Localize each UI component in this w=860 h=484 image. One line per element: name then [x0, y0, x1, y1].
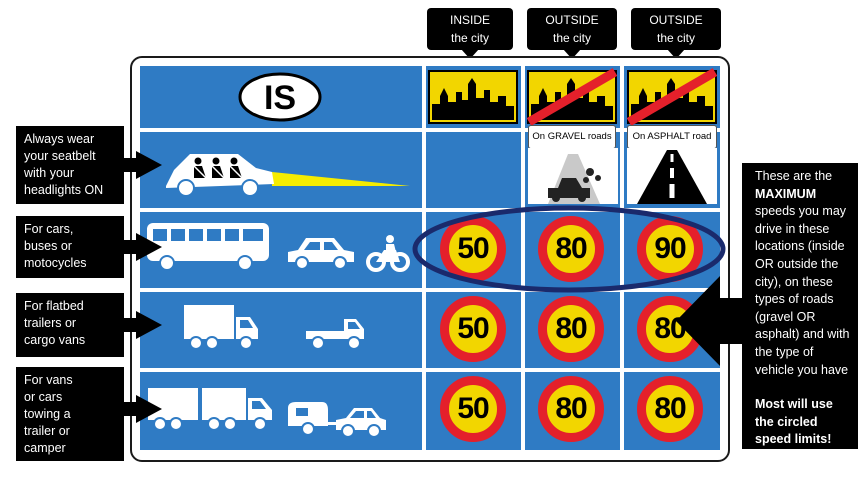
speed-value: 50 — [457, 392, 489, 425]
country-code: IS — [264, 79, 296, 117]
city-skyline-icon — [428, 70, 518, 124]
header-outside-city-gravel: OUTSIDE the city — [527, 8, 617, 59]
note-highlight: MAXIMUM — [755, 186, 817, 201]
header-outside-city-asphalt: OUTSIDE the city — [631, 8, 721, 59]
header-inside-city: INSIDE the city — [427, 8, 513, 59]
row-arrow — [124, 240, 138, 254]
speed-value: 80 — [555, 232, 587, 265]
seatbelt-inside-cell — [426, 132, 521, 208]
row-arrow — [124, 158, 138, 172]
speed-sign-cars-inside: 50 — [440, 216, 506, 282]
speed-value: 80 — [555, 312, 587, 345]
note-intro: These are the — [755, 169, 833, 183]
row-label-trailer: For vans or cars towing a trailer or cam… — [16, 367, 124, 461]
speed-value: 50 — [457, 312, 489, 345]
explanation-note: These are the MAXIMUM speeds you may dri… — [742, 163, 858, 449]
asphalt-road-label: On ASPHALT road — [627, 125, 717, 149]
speed-sign-cars-gravel: 80 — [538, 216, 604, 282]
row-label-cars: For cars, buses or motocycles — [16, 216, 124, 278]
speed-sign-trucks-gravel: 80 — [538, 296, 604, 362]
speed-value: 50 — [457, 232, 489, 265]
gravel-road-icon — [528, 148, 618, 204]
row-arrow — [124, 318, 138, 332]
gravel-road-label: On GRAVEL roads — [528, 125, 616, 149]
city-end-icon — [526, 68, 618, 126]
asphalt-road-icon — [627, 148, 717, 204]
city-end-icon — [626, 68, 718, 126]
speed-sign-trucks-asphalt: 80 — [637, 296, 703, 362]
bus-icon — [147, 223, 269, 271]
arrow-left-icon — [676, 276, 746, 366]
arrow-right-icon — [136, 395, 162, 423]
note-body: speeds you may drive in these locations … — [755, 204, 850, 377]
speed-value: 90 — [654, 232, 686, 265]
speed-sign-trucks-inside: 50 — [440, 296, 506, 362]
arrow-right-icon — [136, 233, 162, 261]
motorcycle-icon — [366, 235, 410, 272]
arrow-right-icon — [136, 151, 162, 179]
truck-trailer-icon — [148, 388, 272, 431]
speed-value: 80 — [654, 392, 686, 425]
country-oval: IS — [238, 72, 322, 122]
truck-icon — [184, 305, 258, 350]
speed-sign-trailer-asphalt: 80 — [637, 376, 703, 442]
row-label-trucks: For flatbed trailers or cargo vans — [16, 293, 124, 357]
car-caravan-icon — [288, 402, 386, 438]
note-footer: Most will use the circled speed limits! — [755, 397, 833, 447]
seatbelt-car-icon — [166, 154, 410, 197]
arrow-right-icon — [136, 311, 162, 339]
speed-sign-trailer-inside: 50 — [440, 376, 506, 442]
speed-sign-trailer-gravel: 80 — [538, 376, 604, 442]
speed-value: 80 — [555, 392, 587, 425]
row-label-seatbelt: Always wear your seatbelt with your head… — [16, 126, 124, 204]
row-arrow — [124, 402, 138, 416]
highlight-ring — [412, 205, 726, 293]
flatbed-truck-icon — [306, 319, 364, 350]
car-icon — [288, 238, 354, 270]
